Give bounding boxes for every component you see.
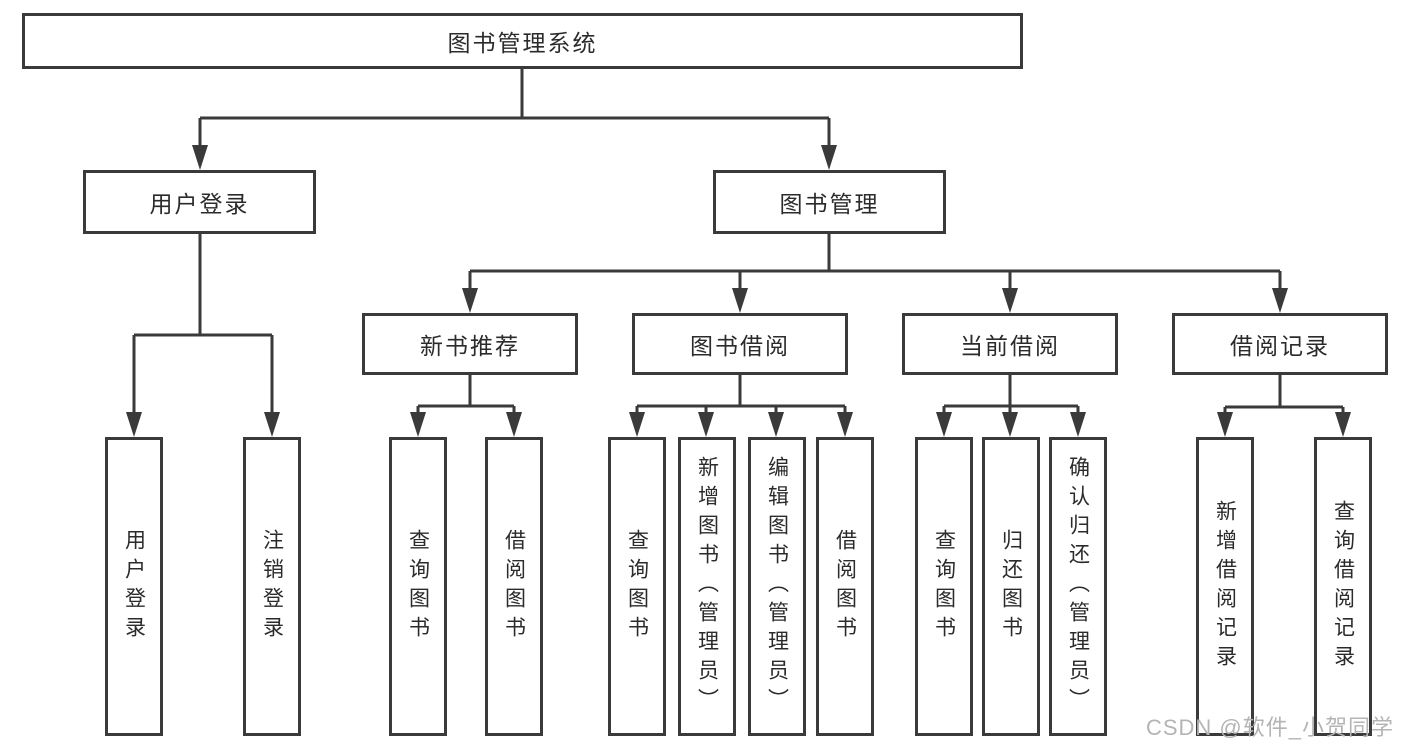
node-new-book-recommend-label: 新书推荐	[420, 333, 520, 359]
leaf-borrow-books-recommend-label: 借阅图书	[502, 528, 526, 645]
leaf-add-borrow-record-label: 新增借阅记录	[1213, 499, 1237, 674]
node-current-borrowing-label: 当前借阅	[960, 333, 1060, 359]
leaf-borrow-books-recommend: 借阅图书	[485, 437, 543, 736]
tree-edges	[132, 69, 1345, 417]
leaf-query-books-borrowing-label: 查询图书	[625, 528, 649, 645]
node-current-borrowing: 当前借阅	[902, 313, 1118, 375]
leaf-edit-book-admin: 编辑图书（管理员）	[748, 437, 806, 736]
leaf-add-book-admin-label: 新增图书（管理员）	[695, 456, 719, 717]
leaf-query-books-recommend-label: 查询图书	[406, 528, 430, 645]
leaf-user-login: 用户登录	[105, 437, 163, 736]
leaf-query-books-current: 查询图书	[915, 437, 973, 736]
node-user-login: 用户登录	[83, 170, 316, 234]
leaf-edit-book-admin-label: 编辑图书（管理员）	[765, 456, 789, 717]
leaf-query-books-borrowing: 查询图书	[608, 437, 666, 736]
leaf-borrow-books: 借阅图书	[816, 437, 874, 736]
node-book-borrowing: 图书借阅	[632, 313, 848, 375]
leaf-user-login-label: 用户登录	[122, 528, 146, 645]
leaf-add-book-admin: 新增图书（管理员）	[678, 437, 736, 736]
node-user-login-label: 用户登录	[149, 191, 250, 217]
node-book-management: 图书管理	[713, 170, 946, 234]
node-book-borrowing-label: 图书借阅	[690, 333, 790, 359]
leaf-query-borrow-record: 查询借阅记录	[1314, 437, 1372, 736]
node-borrow-records-label: 借阅记录	[1230, 333, 1330, 359]
leaf-logout: 注销登录	[243, 437, 301, 736]
arrowheads	[126, 145, 1351, 437]
leaf-return-book-label: 归还图书	[999, 528, 1023, 645]
node-root-label: 图书管理系统	[447, 30, 598, 56]
leaf-query-books-recommend: 查询图书	[389, 437, 447, 736]
node-root: 图书管理系统	[22, 13, 1023, 69]
leaf-confirm-return-admin: 确认归还（管理员）	[1049, 437, 1107, 736]
leaf-borrow-books-label: 借阅图书	[833, 528, 857, 645]
leaf-add-borrow-record: 新增借阅记录	[1196, 437, 1254, 736]
leaf-logout-label: 注销登录	[260, 528, 284, 645]
node-new-book-recommend: 新书推荐	[362, 313, 578, 375]
node-book-management-label: 图书管理	[779, 191, 880, 217]
leaf-query-borrow-record-label: 查询借阅记录	[1331, 499, 1355, 674]
leaf-return-book: 归还图书	[982, 437, 1040, 736]
leaf-confirm-return-admin-label: 确认归还（管理员）	[1066, 456, 1090, 717]
leaf-query-books-current-label: 查询图书	[932, 528, 956, 645]
node-borrow-records: 借阅记录	[1172, 313, 1388, 375]
